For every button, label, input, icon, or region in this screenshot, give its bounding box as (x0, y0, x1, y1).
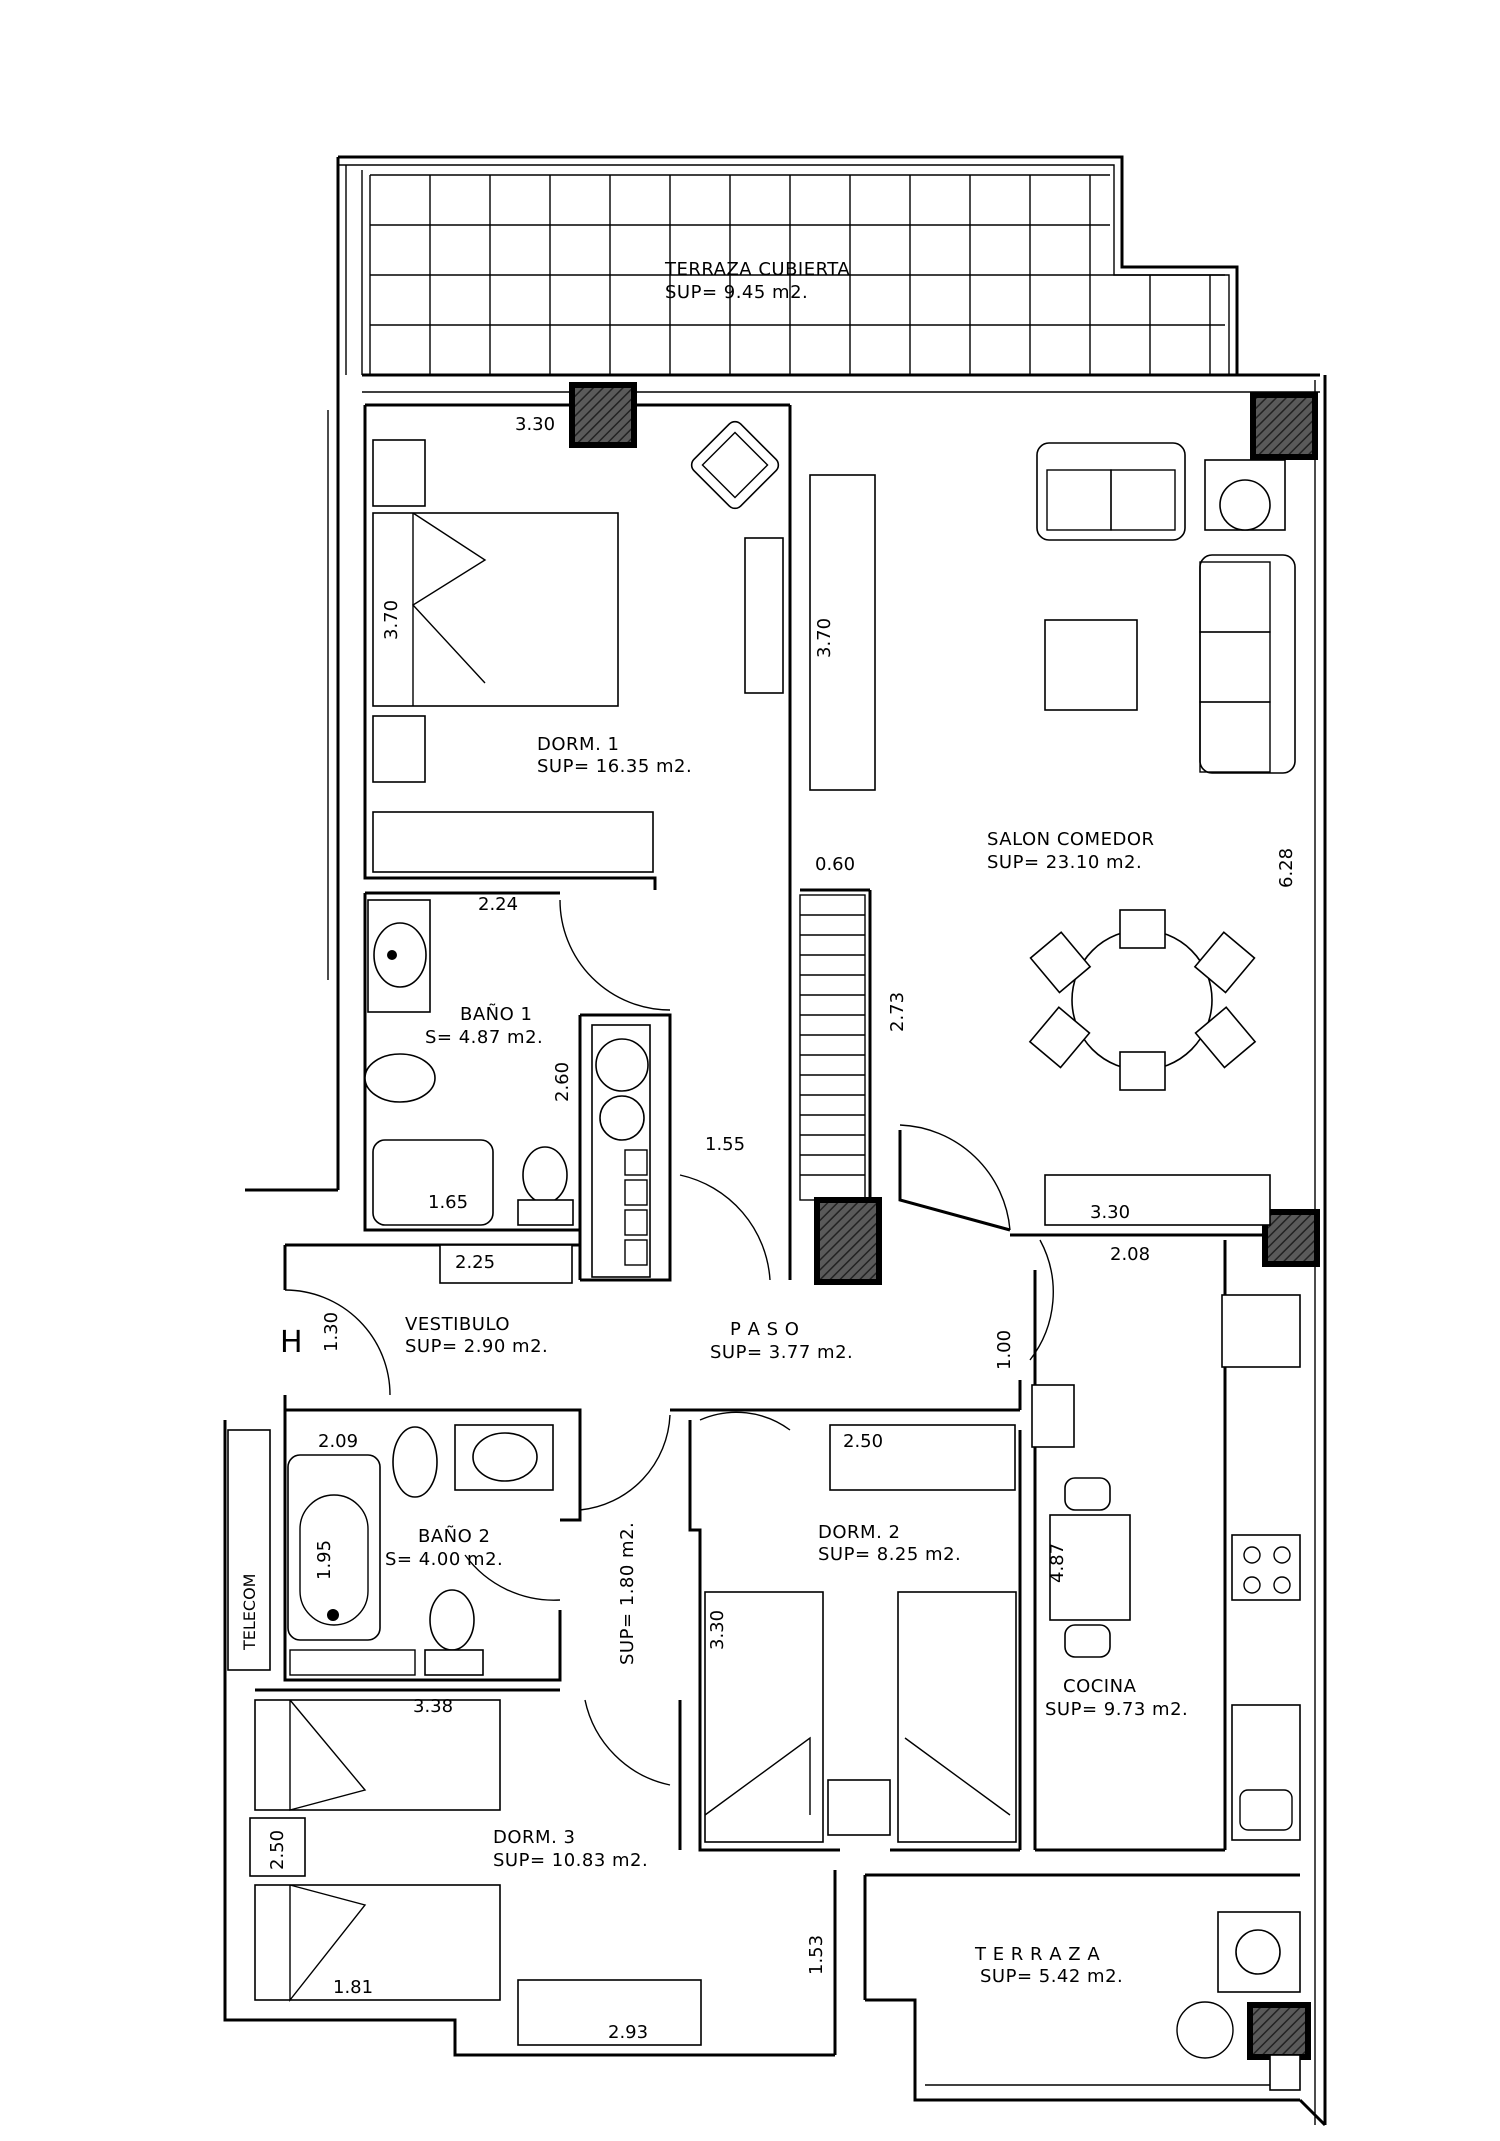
dim-208: 2.08 (1110, 1244, 1150, 1265)
room-area-terraza-cubierta: SUP= 9.45 m2. (665, 282, 808, 303)
dim-salon-length: 6.28 (1276, 848, 1297, 888)
room-name-dorm1: DORM. 1 (537, 734, 619, 755)
hall-shelf (439, 1244, 573, 1284)
dim-153: 1.53 (806, 1935, 827, 1975)
room-area-terraza: SUP= 5.42 m2. (980, 1966, 1123, 1987)
room-name-terraza-cubierta: TERRAZA CUBIERTA (664, 259, 850, 280)
room-area-salon: SUP= 23.10 m2. (987, 852, 1142, 873)
door-swings (284, 899, 1054, 1786)
entry-marker: H (280, 1325, 303, 1360)
dim-dorm3-width: 3.38 (413, 1696, 453, 1717)
dim-225: 2.25 (455, 1252, 495, 1273)
room-area-paso: SUP= 3.77 m2. (710, 1342, 853, 1363)
room-area-dorm2: SUP= 8.25 m2. (818, 1544, 961, 1565)
room-name-salon: SALON COMEDOR (987, 829, 1155, 850)
telecom-label: TELECOM (240, 1574, 259, 1651)
salon-furniture (809, 442, 1296, 1226)
dim-stair-length: 2.73 (887, 992, 908, 1032)
stairs (799, 894, 866, 1201)
room-area-vestibulo: SUP= 2.90 m2. (405, 1336, 548, 1357)
dim-181: 1.81 (333, 1977, 373, 1998)
dim-dorm1-width: 3.30 (515, 414, 555, 435)
dim-293: 2.93 (608, 2022, 648, 2043)
dorm3-furniture (249, 1699, 702, 2046)
dim-bano1-width: 2.24 (478, 894, 518, 915)
dim-bano2-width: 2.09 (318, 1431, 358, 1452)
bano2-fixtures (227, 1424, 554, 1676)
room-name-cocina: COCINA (1063, 1676, 1137, 1697)
dim-100: 1.00 (994, 1330, 1015, 1370)
pasillo-area-label: SUP= 1.80 m2. (617, 1522, 638, 1665)
dim-165: 1.65 (428, 1192, 468, 1213)
room-name-paso: P A S O (730, 1319, 799, 1340)
room-area-cocina: SUP= 9.73 m2. (1045, 1699, 1188, 1720)
dim-bano1-depth: 2.60 (552, 1062, 573, 1102)
cocina-furniture (1031, 1294, 1301, 1841)
terrace-tiles (369, 174, 1225, 375)
dim-dorm3-nightstand: 2.50 (267, 1830, 288, 1870)
dim-dorm1-depth: 3.70 (381, 600, 402, 640)
room-name-vestibulo: VESTIBULO (405, 1314, 510, 1335)
dim-salon-bottom: 3.30 (1090, 1202, 1130, 1223)
room-name-dorm3: DORM. 3 (493, 1827, 575, 1848)
room-area-dorm1: SUP= 16.35 m2. (537, 756, 692, 777)
dim-130: 1.30 (321, 1312, 342, 1352)
dim-dorm2-wardrobe: 2.50 (843, 1431, 883, 1452)
dorm2-furniture (704, 1424, 1017, 1843)
interior-walls (255, 403, 1300, 2055)
bano1-fixtures (364, 899, 651, 1278)
room-name-bano1: BAÑO 1 (460, 1003, 532, 1025)
covered-terrace (336, 155, 1320, 393)
dimension-labels: 3.30 3.70 3.70 0.60 6.28 2.24 2.73 2.60 … (267, 414, 1297, 2043)
room-name-terraza: T E R R A Z A (974, 1944, 1100, 1965)
dim-155: 1.55 (705, 1134, 745, 1155)
terraza-fixtures (1176, 1911, 1301, 2091)
room-area-bano2: S= 4.00 m2. (385, 1549, 503, 1570)
dorm1-furniture (372, 420, 784, 873)
dim-060: 0.60 (815, 854, 855, 875)
room-area-bano1: S= 4.87 m2. (425, 1027, 543, 1048)
room-name-dorm2: DORM. 2 (818, 1522, 900, 1543)
dim-dorm2-depth: 3.30 (707, 1610, 728, 1650)
dim-bathtub: 1.95 (314, 1540, 335, 1580)
room-name-bano2: BAÑO 2 (418, 1525, 490, 1547)
room-labels: TERRAZA CUBIERTA SUP= 9.45 m2. DORM. 1 S… (240, 259, 1188, 1987)
structural-pillars (569, 382, 1320, 2060)
dim-cocina-length: 4.87 (1047, 1543, 1068, 1583)
room-area-dorm3: SUP= 10.83 m2. (493, 1850, 648, 1871)
dim-salon-depth: 3.70 (814, 618, 835, 658)
